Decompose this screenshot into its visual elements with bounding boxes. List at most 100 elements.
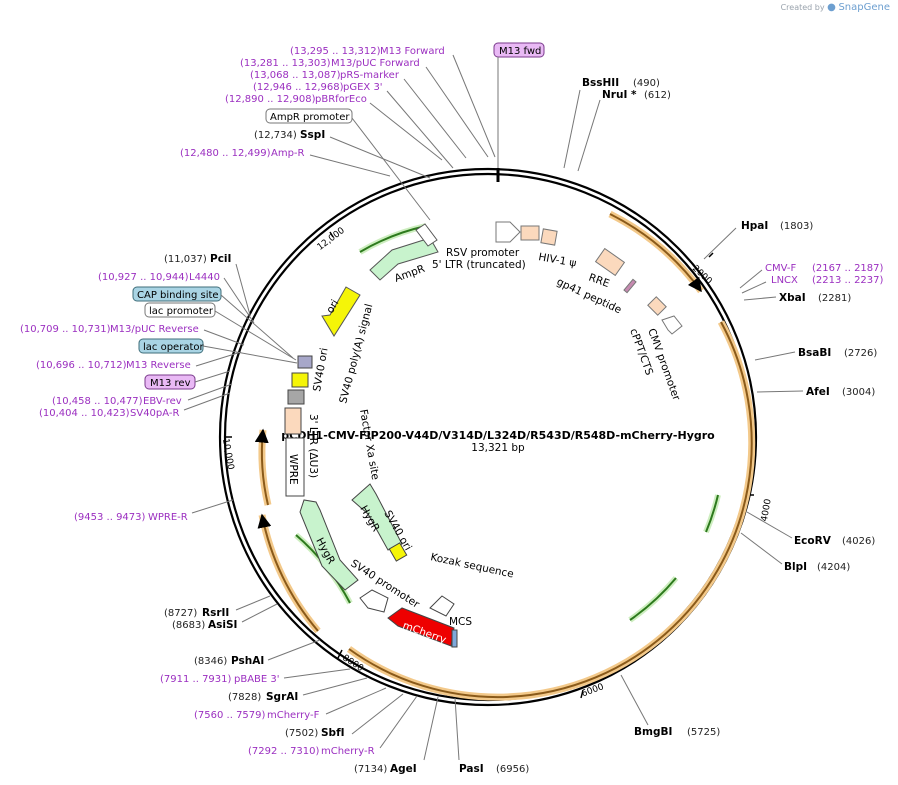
3-ltr-box[interactable]: [284, 407, 302, 435]
leader-sgrai: [302, 677, 368, 696]
hiv-psi-box[interactable]: [540, 228, 558, 246]
leader-m13-rev: [194, 370, 231, 383]
orf-arc-1: [609, 213, 702, 293]
site-rsrii-name: RsrII: [202, 607, 229, 619]
primer-pbabe3-pos: (7911 .. 7931): [160, 674, 232, 685]
primer-m13-puc-forward-name: M13/pUC Forward: [331, 58, 420, 69]
primer-l4440-pos: (10,927 .. 10,944): [98, 272, 189, 283]
cppt-box[interactable]: [647, 296, 667, 316]
site-pcii-pos: (11,037): [164, 254, 207, 265]
site-ecorv-name: EcoRV: [794, 535, 832, 547]
mutation-arc-2: [629, 577, 677, 621]
cmv-promoter-arrow[interactable]: [661, 315, 683, 335]
primer-pgex3-pos: (12,946 .. 12,968): [253, 82, 344, 93]
site-afei-pos: (3004): [842, 387, 875, 398]
mcs-box[interactable]: [451, 629, 458, 648]
lac-operator-label: lac operator: [143, 342, 204, 353]
leader-rsrii: [235, 595, 271, 611]
cap-site-box[interactable]: [132, 286, 222, 302]
leader-pasi: [454, 697, 460, 761]
feature-shapes: [284, 221, 683, 648]
primer-pbrforeco-pos: (12,890 .. 12,908): [225, 94, 316, 105]
rre-box[interactable]: [594, 247, 626, 277]
site-agei-pos: (7134): [354, 764, 387, 775]
feature-hiv-psi: HIV-1 ψ: [537, 251, 577, 269]
leader-lncx: [741, 281, 767, 294]
5-ltr-box[interactable]: [520, 225, 540, 241]
ori-arrow[interactable]: [321, 286, 361, 337]
leader-ebv-rev: [187, 383, 233, 401]
backbone-outer-strand: [218, 167, 758, 707]
leader-bmgbi: [620, 674, 649, 726]
leader-wpre-r: [191, 499, 234, 514]
primer-ebv-rev-name: EBV-rev: [143, 396, 182, 407]
kozak-arrow[interactable]: [429, 595, 455, 617]
site-sgrai-pos: (7828): [228, 692, 261, 703]
tick-label-4000: 4000: [760, 498, 774, 523]
feature-rre: RRE: [587, 272, 611, 291]
leader-cap-site: [220, 294, 294, 359]
leader-m13-puc-reverse: [203, 329, 245, 346]
primer-mcherry-f-pos: (7560 .. 7579): [194, 710, 266, 721]
tick-mark-12000: [329, 231, 334, 238]
primer-l4440-name: L4440: [189, 272, 220, 283]
sv40-promoter-arrow[interactable]: [359, 589, 389, 613]
wpre-box[interactable]: [285, 437, 305, 497]
ampr-arrow[interactable]: [369, 237, 439, 281]
site-agei-name: AgeI: [390, 763, 417, 775]
watermark-brand: SnapGene: [838, 2, 890, 13]
primers: (13,295 .. 13,312) M13 Forward (13,281 .…: [20, 46, 884, 757]
primer-cmv-f-name: CMV-F: [765, 263, 796, 274]
lac-promoter-box[interactable]: [144, 302, 216, 318]
sv40-ori-top-box[interactable]: [291, 372, 309, 388]
feature-ampr: AmpR: [393, 263, 427, 285]
site-nrui-name: NruI *: [602, 89, 637, 101]
site-sbfi-pos: (7502): [285, 728, 318, 739]
ampr-promoter-arrow[interactable]: [415, 223, 438, 247]
site-asisi-pos: (8683): [172, 620, 205, 631]
leader-prs-marker: [403, 78, 467, 159]
lac-operator-box[interactable]: [297, 355, 313, 369]
tick-mark-2000: [708, 252, 714, 258]
feature-sv40-ori-top: SV40 ori: [311, 347, 330, 393]
gp41-box[interactable]: [623, 278, 637, 294]
site-pshai-pos: (8346): [194, 656, 227, 667]
primer-mcherry-r-name: mCherry-R: [321, 746, 375, 757]
orf-arc-3: [257, 513, 319, 632]
primer-m13-reverse-pos: (10,696 .. 10,712): [36, 360, 127, 371]
lac-promoter-label: lac promoter: [149, 306, 214, 317]
polya-box[interactable]: [287, 389, 305, 405]
site-blpi-pos: (4204): [817, 562, 850, 573]
mutation-arc-2-halo: [628, 576, 679, 623]
feature-rsv-promoter: RSV promoter: [446, 247, 520, 259]
rsv-promoter-arrow[interactable]: [495, 221, 521, 243]
hygr-outer-arrow[interactable]: [299, 499, 359, 591]
leader-blpi: [740, 532, 783, 565]
leader-lac-operator: [202, 345, 298, 364]
primer-m13-forward-name: M13 Forward: [380, 46, 445, 57]
site-bsshii-name: BssHII: [582, 77, 619, 89]
primer-pbabe3-name: pBABE 3': [234, 674, 280, 685]
primer-m13-puc-reverse-name: M13/pUC Reverse: [110, 324, 199, 335]
leader-pshai: [267, 639, 321, 661]
leader-sbfi: [351, 693, 404, 735]
site-xbai-name: XbaI: [779, 292, 806, 304]
feature-kozak: Kozak sequence: [429, 551, 514, 580]
primer-lncx-pos: (2213 .. 2237): [812, 275, 884, 286]
m13-rev-label: M13 rev: [150, 378, 191, 389]
watermark-prefix: Created by: [780, 3, 825, 12]
ampr-promoter-box[interactable]: [265, 108, 353, 124]
leader-pcii: [235, 263, 251, 316]
primer-wpre-r-pos: (9453 .. 9473): [74, 512, 146, 523]
site-hpai-pos: (1803): [780, 221, 813, 232]
site-bsabi-pos: (2726): [844, 348, 877, 359]
leader-pbrforeco: [369, 102, 443, 161]
hygr-inner-arrow[interactable]: [351, 483, 403, 551]
orf-arc-2: [348, 321, 753, 699]
sv40-ori-bottom-box[interactable]: [388, 542, 408, 562]
site-blpi-name: BlpI: [784, 561, 807, 573]
m13-fwd-box[interactable]: [493, 42, 545, 58]
primer-lncx-name: LNCX: [771, 275, 798, 286]
leader-mcherry-r: [379, 695, 418, 749]
